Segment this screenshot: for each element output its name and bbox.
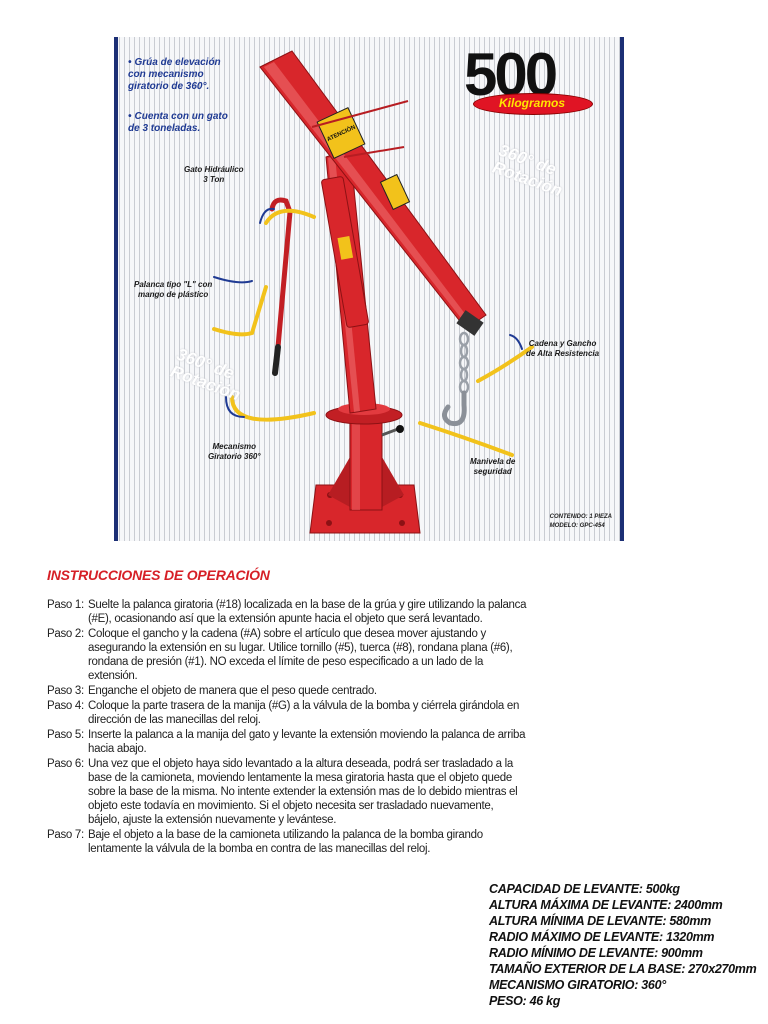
callout-arrows — [212, 207, 534, 457]
spec-lift-capacity: CAPACIDAD DE LEVANTE: 500kg — [489, 882, 680, 896]
specifications-list: CAPACIDAD DE LEVANTE: 500kg ALTURA MÁXIM… — [489, 881, 764, 1009]
callout-swivel-mechanism: Mecanismo Giratorio 360° — [208, 442, 261, 461]
instruction-step: Paso 6: Una vez que el objeto haya sido l… — [47, 757, 527, 827]
safety-crank — [381, 427, 399, 437]
instructions-title: INSTRUCCIONES DE OPERACIÓN — [47, 567, 270, 583]
model-line: MODELO: GPC-454 — [549, 523, 605, 529]
callout-hydraulic-jack: Gato Hidráulico 3 Ton — [184, 165, 244, 184]
step-text: Baje el objeto a la base de la camioneta… — [88, 829, 483, 855]
crane-illustration: ATENCIÓN — [212, 50, 534, 534]
chain-links — [458, 331, 470, 395]
step-label: Paso 1: — [47, 599, 84, 611]
feature-rotation: •Grúa de elevación con mecanismo girator… — [128, 57, 221, 92]
step-text: Coloque la parte trasera de la manija (#… — [88, 700, 520, 726]
callout-chain-hook: Cadena y Gancho de Alta Resistencia — [526, 339, 600, 358]
step-text: Suelte la palanca giratoria (#18) locali… — [88, 599, 527, 625]
lifting-hook — [442, 390, 467, 427]
spec-min-lift-radius: RADIO MÍNIMO DE LEVANTE: 900mm — [489, 946, 703, 960]
step-text: Enganche el objeto de manera que el peso… — [88, 685, 377, 697]
capacity-badge-unit: Kilogramos — [498, 96, 565, 110]
step-label: Paso 4: — [47, 700, 84, 712]
instruction-step: Paso 5: Inserte la palanca a la manija de… — [47, 728, 527, 756]
spec-weight: PESO: 46 kg — [489, 994, 561, 1008]
capacity-badge-ribbon — [473, 93, 593, 115]
spec-min-lift-height: ALTURA MÍNIMA DE LEVANTE: 580mm — [489, 914, 711, 928]
product-image-panel: ATENCIÓN — [114, 37, 624, 541]
package-contents: CONTENIDO: 1 PIEZA MODELO: GPC-454 — [550, 513, 612, 531]
step-text: Coloque el gancho y la cadena (#A) sobre… — [88, 628, 513, 682]
step-label: Paso 6: — [47, 758, 84, 770]
spec-max-lift-height: ALTURA MÁXIMA DE LEVANTE: 2400mm — [489, 898, 723, 912]
spec-base-size: TAMAÑO EXTERIOR DE LA BASE: 270x270mm — [489, 962, 757, 976]
step-label: Paso 2: — [47, 628, 84, 640]
step-label: Paso 5: — [47, 729, 84, 741]
panel-border-left — [114, 37, 118, 541]
callout-safety-crank: Manivela de seguridad — [470, 457, 516, 476]
feature-jack: •Cuenta con un gato de 3 toneladas. — [128, 111, 228, 134]
spec-swivel-mechanism: MECANISMO GIRATORIO: 360° — [489, 978, 666, 992]
contents-line: CONTENIDO: 1 PIEZA — [549, 514, 612, 520]
panel-border-right — [620, 37, 624, 541]
step-text: Una vez que el objeto haya sido levantad… — [88, 758, 518, 826]
instruction-step: Paso 4: Coloque la parte trasera de la ma… — [47, 699, 527, 727]
l-lever — [269, 197, 293, 350]
instruction-step: Paso 3: Enganche el objeto de manera que … — [47, 684, 527, 698]
step-text: Inserte la palanca a la manija del gato … — [88, 729, 526, 755]
warning-label — [316, 107, 366, 159]
instruction-steps: Paso 1: Suelte la palanca giratoria (#18)… — [47, 598, 527, 856]
instruction-step: Paso 1: Suelte la palanca giratoria (#18)… — [47, 598, 527, 626]
callout-l-lever: Palanca tipo "L" con mango de plástico — [134, 280, 213, 299]
spec-max-lift-radius: RADIO MÁXIMO DE LEVANTE: 1320mm — [489, 930, 715, 944]
step-label: Paso 3: — [47, 685, 84, 697]
instruction-step: Paso 2: Coloque el gancho y la cadena (#A… — [47, 627, 527, 683]
instruction-step: Paso 7: Baje el objeto a la base de la ca… — [47, 828, 527, 856]
step-label: Paso 7: — [47, 829, 84, 841]
